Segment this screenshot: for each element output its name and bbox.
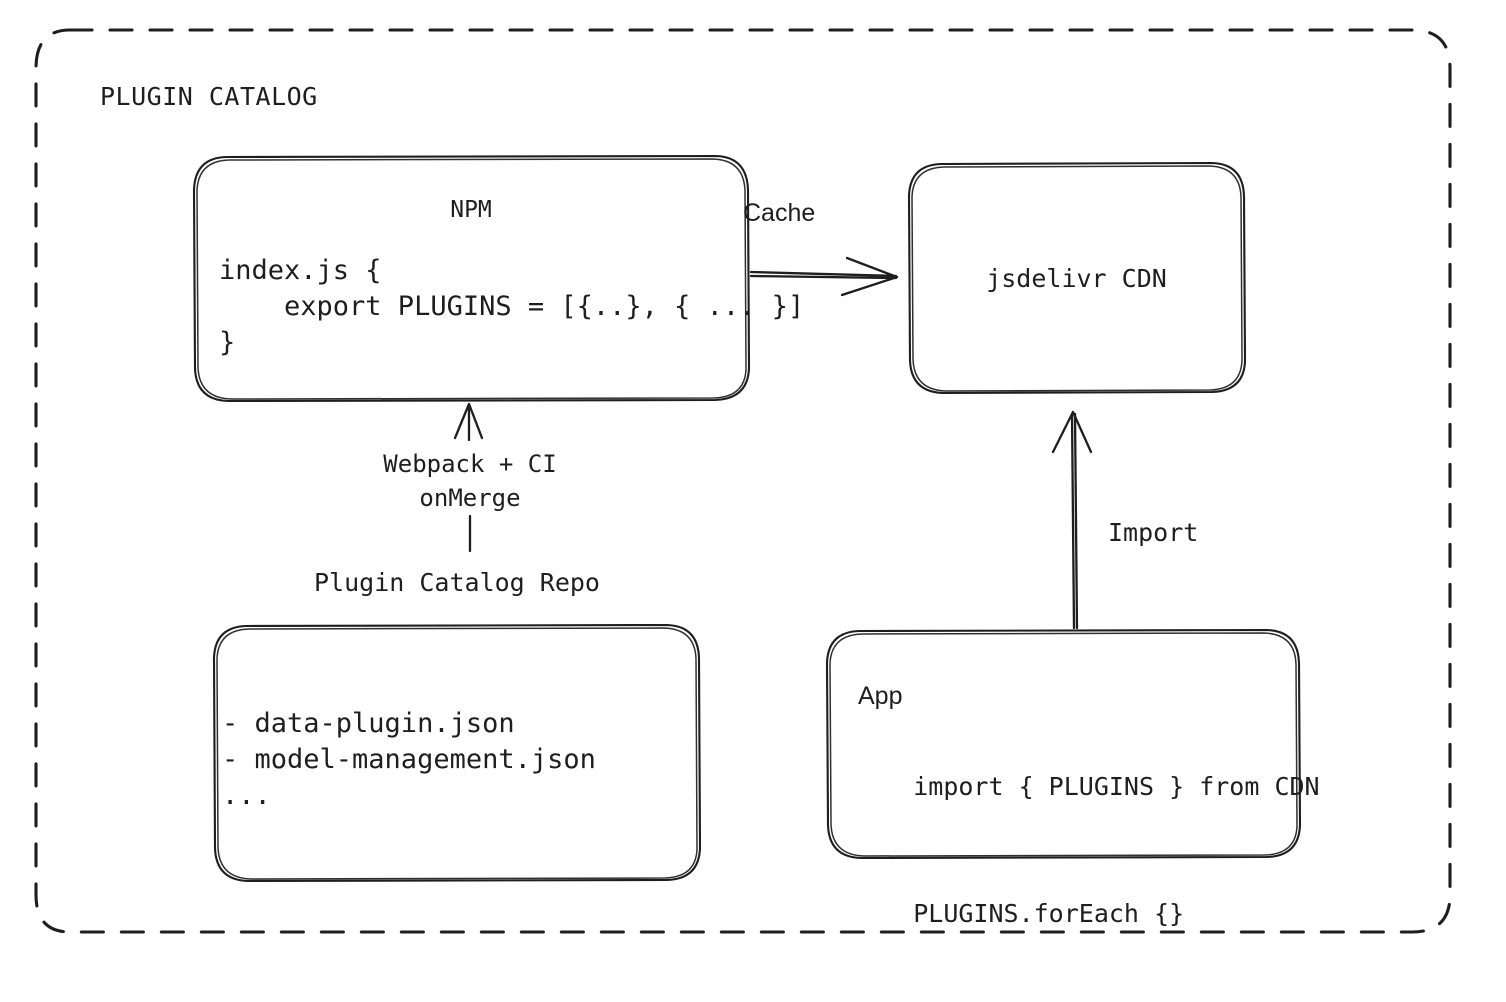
repo-node-files: - data-plugin.json - model-management.js… (222, 708, 596, 811)
repo-node-title: Plugin Catalog Repo (314, 568, 600, 597)
app-code-spacer (853, 839, 1320, 863)
build-arrow (453, 402, 484, 553)
app-code-line-1: import { PLUGINS } from CDN (913, 771, 1320, 801)
app-code-line-2: PLUGINS.forEach {} (913, 899, 1185, 928)
plugin-catalog-container-outline (34, 28, 1452, 934)
cache-edge-label: Cache (743, 199, 816, 227)
npm-box-outline (192, 154, 751, 403)
app-box-outline (825, 628, 1302, 860)
import-arrow (1051, 410, 1093, 630)
cache-arrow (749, 256, 899, 297)
app-node-title: App (858, 682, 903, 710)
plugin-catalog-title: PLUGIN CATALOG (100, 82, 318, 111)
npm-node-title: NPM (450, 197, 492, 223)
npm-node-code: index.js { export PLUGINS = [{..}, { ...… (219, 255, 805, 358)
app-node-code: import { PLUGINS } from CDN PLUGINS.forE… (853, 735, 1320, 966)
repo-box-outline (212, 623, 702, 883)
cdn-node-title: jsdelivr CDN (986, 264, 1167, 293)
cdn-box-outline (907, 161, 1247, 395)
build-edge-label: Webpack + CI onMerge (383, 450, 557, 513)
import-edge-label: Import (1108, 518, 1199, 547)
